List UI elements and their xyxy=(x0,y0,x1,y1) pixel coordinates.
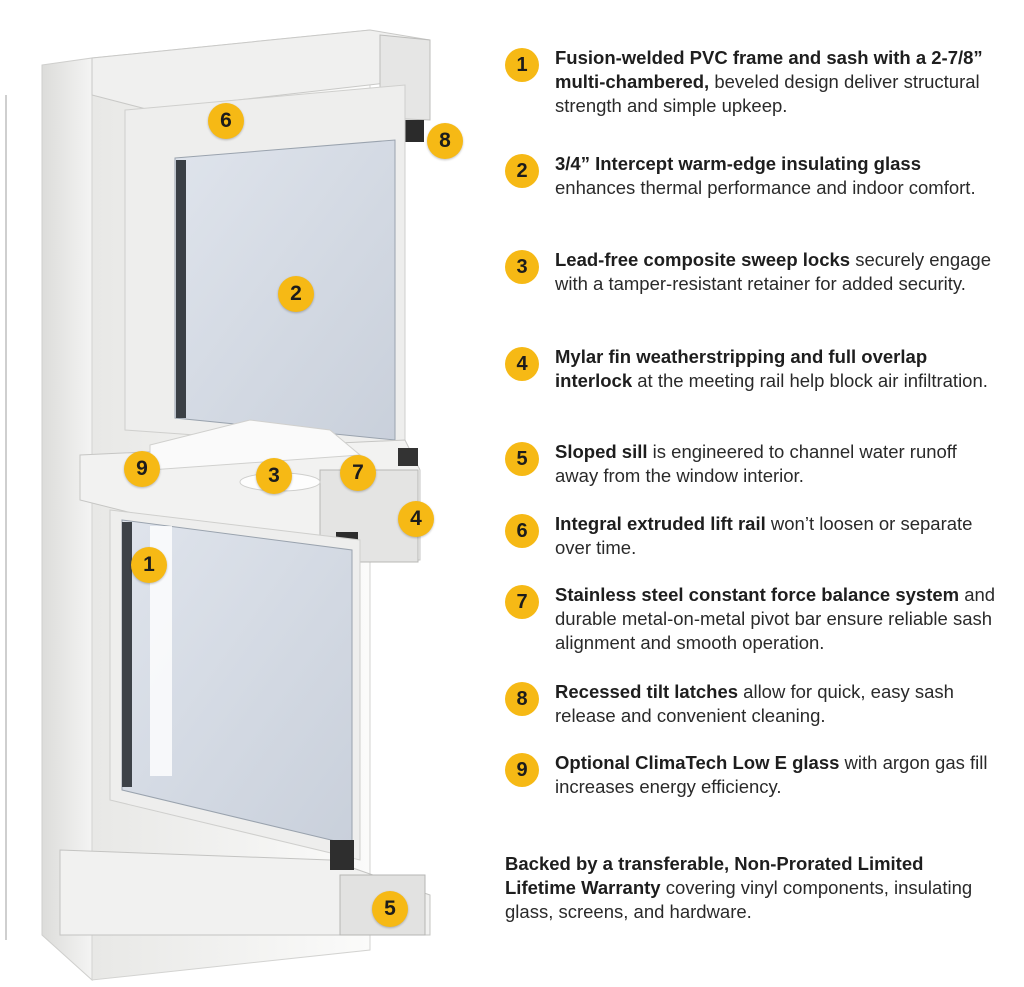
callout-badge: 2 xyxy=(278,276,314,312)
lower-glass-spacer xyxy=(122,522,132,787)
interlock-part xyxy=(398,448,418,466)
feature-number-badge: 7 xyxy=(505,585,539,619)
feature-number-badge: 5 xyxy=(505,442,539,476)
feature-text: Fusion-welded PVC frame and sash with a … xyxy=(555,47,983,116)
warranty-statement: Backed by a transferable, Non-Prorated L… xyxy=(505,853,973,922)
feature-number-badge: 6 xyxy=(505,514,539,548)
feature-number-badge: 3 xyxy=(505,250,539,284)
feature-item: 2 3/4” Intercept warm-edge insulating gl… xyxy=(505,152,1005,248)
feature-text: Mylar fin weatherstripping and full over… xyxy=(555,346,988,391)
callout-badge: 6 xyxy=(208,103,244,139)
upper-glass-spacer xyxy=(176,160,186,418)
feature-item: 4 Mylar fin weatherstripping and full ov… xyxy=(505,345,1005,440)
frame-left-jamb xyxy=(41,57,93,982)
callout-badge: 9 xyxy=(124,451,160,487)
feature-text: Sloped sill is engineered to channel wat… xyxy=(555,441,957,486)
feature-item: 7 Stainless steel constant force balance… xyxy=(505,583,1005,680)
callout-badge: 1 xyxy=(131,547,167,583)
feature-text: 3/4” Intercept warm-edge insulating glas… xyxy=(555,153,976,198)
glass-reflection xyxy=(150,526,172,776)
window-illustration xyxy=(5,29,431,982)
feature-text: Stainless steel constant force balance s… xyxy=(555,584,996,653)
feature-item: 3 Lead-free composite sweep locks secure… xyxy=(505,248,1005,345)
callout-badge: 7 xyxy=(340,455,376,491)
feature-number-badge: 2 xyxy=(505,154,539,188)
feature-item: 5 Sloped sill is engineered to channel w… xyxy=(505,440,1005,512)
callout-badge: 3 xyxy=(256,458,292,494)
feature-number-badge: 8 xyxy=(505,682,539,716)
feature-text: Integral extruded lift rail won’t loosen… xyxy=(555,513,973,558)
feature-item: 8 Recessed tilt latches allow for quick,… xyxy=(505,680,1005,751)
feature-item: 6 Integral extruded lift rail won’t loos… xyxy=(505,512,1005,583)
callout-badge: 8 xyxy=(427,123,463,159)
feature-number-badge: 9 xyxy=(505,753,539,787)
feature-text: Recessed tilt latches allow for quick, e… xyxy=(555,681,954,726)
callout-badge: 5 xyxy=(372,891,408,927)
feature-text: Lead-free composite sweep locks securely… xyxy=(555,249,991,294)
sloped-sill xyxy=(59,849,431,936)
feature-number-badge: 1 xyxy=(505,48,539,82)
window-cutaway-diagram: 6 8 2 9 3 7 4 1 5 xyxy=(0,0,480,987)
feature-item: 9 Optional ClimaTech Low E glass with ar… xyxy=(505,751,1005,811)
feature-list: 1 Fusion-welded PVC frame and sash with … xyxy=(505,46,1005,811)
feature-text: Optional ClimaTech Low E glass with argo… xyxy=(555,752,988,797)
sill-part xyxy=(330,840,354,870)
callout-badge: 4 xyxy=(398,501,434,537)
tilt-latch-part xyxy=(400,120,424,142)
feature-item: 1 Fusion-welded PVC frame and sash with … xyxy=(505,46,1005,152)
feature-number-badge: 4 xyxy=(505,347,539,381)
